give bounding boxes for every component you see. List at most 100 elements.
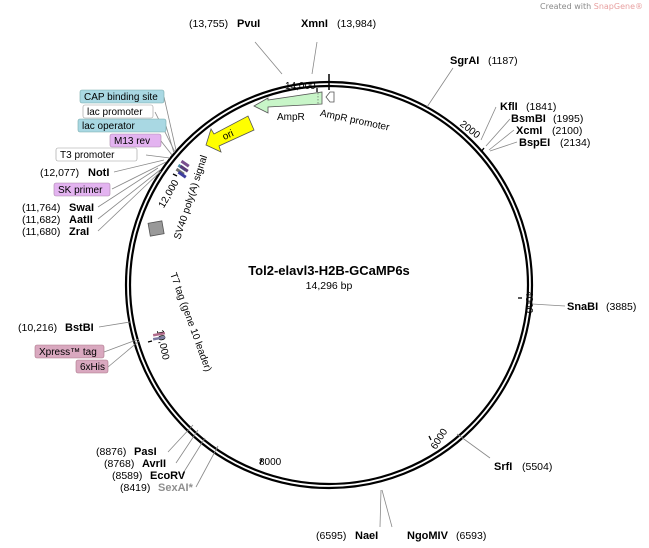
site-bsmbi-pos: (1995) [553,113,583,125]
site-bsmbi-name: BsmBI [511,113,546,125]
leader-ngomiv [381,489,393,528]
leader-snabi [531,303,566,307]
site-avrii-name: AvrII [142,458,166,470]
ori-arrow [205,115,255,153]
site-xmni-name: XmnI [301,18,328,30]
leader-laco [165,125,175,154]
feature-block-d [179,164,189,173]
leader-pasi [167,424,194,453]
tick-label-8000: 8000 [259,457,282,468]
boxed-labels: CAP binding site lac promoter lac operat… [34,89,167,374]
site-naei-pos: (6595) [316,530,346,542]
tick-mark-10000 [147,340,153,343]
site-snabi-pos: (3885) [606,301,636,313]
site-aatii-name: AatII [69,214,93,226]
scale-ticks [147,88,522,465]
leader-bstbi [98,321,131,328]
site-sexai-pos: (8419) [120,482,150,494]
site-zrai-name: ZraI [69,226,89,238]
site-sexai-name: SexAI* [158,482,194,494]
site-xmni-pos: (13,984) [337,18,376,30]
site-aatii-pos: (11,682) [22,214,60,226]
xpress-block [152,331,166,337]
leader-ecorv [181,437,206,476]
site-swai-name: SwaI [69,202,94,214]
small-features-10k [152,331,166,341]
tick-label-14000: 14,000 [285,81,316,92]
site-bspei-pos: (2134) [560,137,590,149]
site-leaders [97,41,566,528]
site-avrii-pos: (8768) [104,458,134,470]
m13-box [109,133,162,148]
site-bspei-name: BspEI [519,137,550,149]
site-swai-pos: (11,764) [22,202,60,214]
leader-pvui [254,41,283,75]
site-srfi-name: SrfI [494,461,512,473]
t3-box [55,147,138,162]
credit-brand: SnapGene® [593,2,643,11]
lac-promoter-label: lac promoter [87,107,143,118]
tick-label-6000: 6000 [429,426,450,451]
t7-label: T7 tag (gene 10 leader) [167,271,213,373]
sv40-label: SV40 poly(A) signal [172,154,210,241]
site-bstbi-pos: (10,216) [18,322,57,334]
lac-promoter-box [82,104,154,119]
leader-avrii [175,429,199,464]
leader-noti [113,159,165,173]
ampr-label: AmpR [277,112,305,123]
m13-label: M13 rev [114,136,150,147]
site-noti-name: NotI [88,167,109,179]
t3-label: T3 promoter [60,150,115,161]
leader-bsmbi [485,118,511,147]
xpress-box [34,344,105,359]
tick-mark-8000 [259,458,263,465]
site-xcmi-pos: (2100) [552,125,582,137]
site-sgrai-name: SgrAI [450,55,479,67]
site-ecorv-pos: (8589) [112,470,142,482]
leader-sexai [195,445,219,488]
leader-aatii [97,169,161,220]
leader-xcmi [488,129,515,151]
site-sgrai-pos: (1187) [488,55,518,67]
tick-mark-12000 [172,173,178,177]
tick-label-4000: 4000 [523,291,534,314]
leader-srfi [456,433,491,459]
tick-mark-6000 [428,435,432,441]
leader-kfli [480,106,497,141]
tick-mark-2000 [480,147,485,153]
leader-his [107,340,140,368]
sk-label: SK primer [58,185,103,196]
ampr-promoter-label: AmpR promoter [319,108,391,134]
lac-operator-box [77,118,167,133]
site-pasi-pos: (8876) [96,446,126,458]
credit-prefix: Created with [540,2,592,11]
site-kfli-name: KflI [500,101,518,113]
site-noti-pos: (12,077) [40,167,79,179]
small-features-12k [175,159,190,179]
tick-label-12000: 12,000 [157,178,182,210]
leader-bspei [489,141,518,152]
site-ngomiv-name: NgoMIV [407,530,449,542]
leader-cap [163,96,177,151]
leader-zrai [97,170,162,232]
site-pvui-pos: (13,755) [189,18,228,30]
ampr-promoter-arrow [325,91,335,103]
feature-block-e [177,170,187,179]
his-block [152,335,166,341]
site-ecorv-name: EcoRV [150,470,186,482]
snapgene-credit: Created with SnapGene® [540,2,643,11]
leader-t3 [145,154,171,159]
his-label: 6xHis [80,362,105,373]
leader-swai [97,167,159,208]
feature-block-a [180,159,190,168]
site-snabi-name: SnaBI [567,301,598,313]
plasmid-size: 14,296 bp [306,280,353,292]
site-pasi-name: PasI [134,446,157,458]
lac-operator-label: lac operator [82,121,135,132]
sv40-feature-box [147,220,165,237]
sk-box [53,182,111,197]
leader-naei [379,489,382,528]
leader-sgrai [426,67,454,108]
ampr-arrow [253,91,323,114]
